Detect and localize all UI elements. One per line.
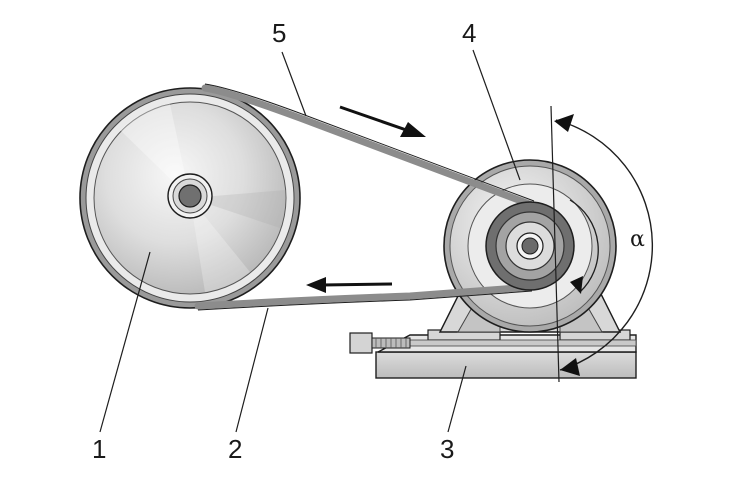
upper-direction-arrow [339, 105, 413, 134]
swivel-axis-line [550, 105, 560, 383]
motor-pulley [485, 199, 599, 294]
upper-belt-run [201, 84, 536, 209]
callout-1: 1 [92, 434, 106, 464]
callout-3: 3 [440, 434, 454, 464]
leader-line-5 [281, 51, 307, 117]
belt-direction-arrows [306, 105, 426, 293]
belt [194, 83, 536, 311]
leader-line-1 [99, 251, 151, 433]
leader-line-3 [447, 365, 467, 433]
large-pulley [79, 87, 301, 309]
angle-arc [554, 114, 654, 376]
callout-2: 2 [228, 434, 242, 464]
callout-5: 5 [272, 18, 286, 48]
leader-line-2 [235, 307, 269, 433]
leader-lines [99, 49, 521, 433]
lower-belt-edge [197, 290, 533, 311]
base-rail [349, 329, 637, 379]
upper-belt-edge [204, 83, 535, 202]
lower-direction-arrow [321, 282, 393, 287]
lower-belt-run [194, 283, 536, 310]
leader-line-4 [472, 49, 521, 181]
angle-symbol: α [630, 227, 645, 252]
callout-4: 4 [462, 18, 476, 48]
